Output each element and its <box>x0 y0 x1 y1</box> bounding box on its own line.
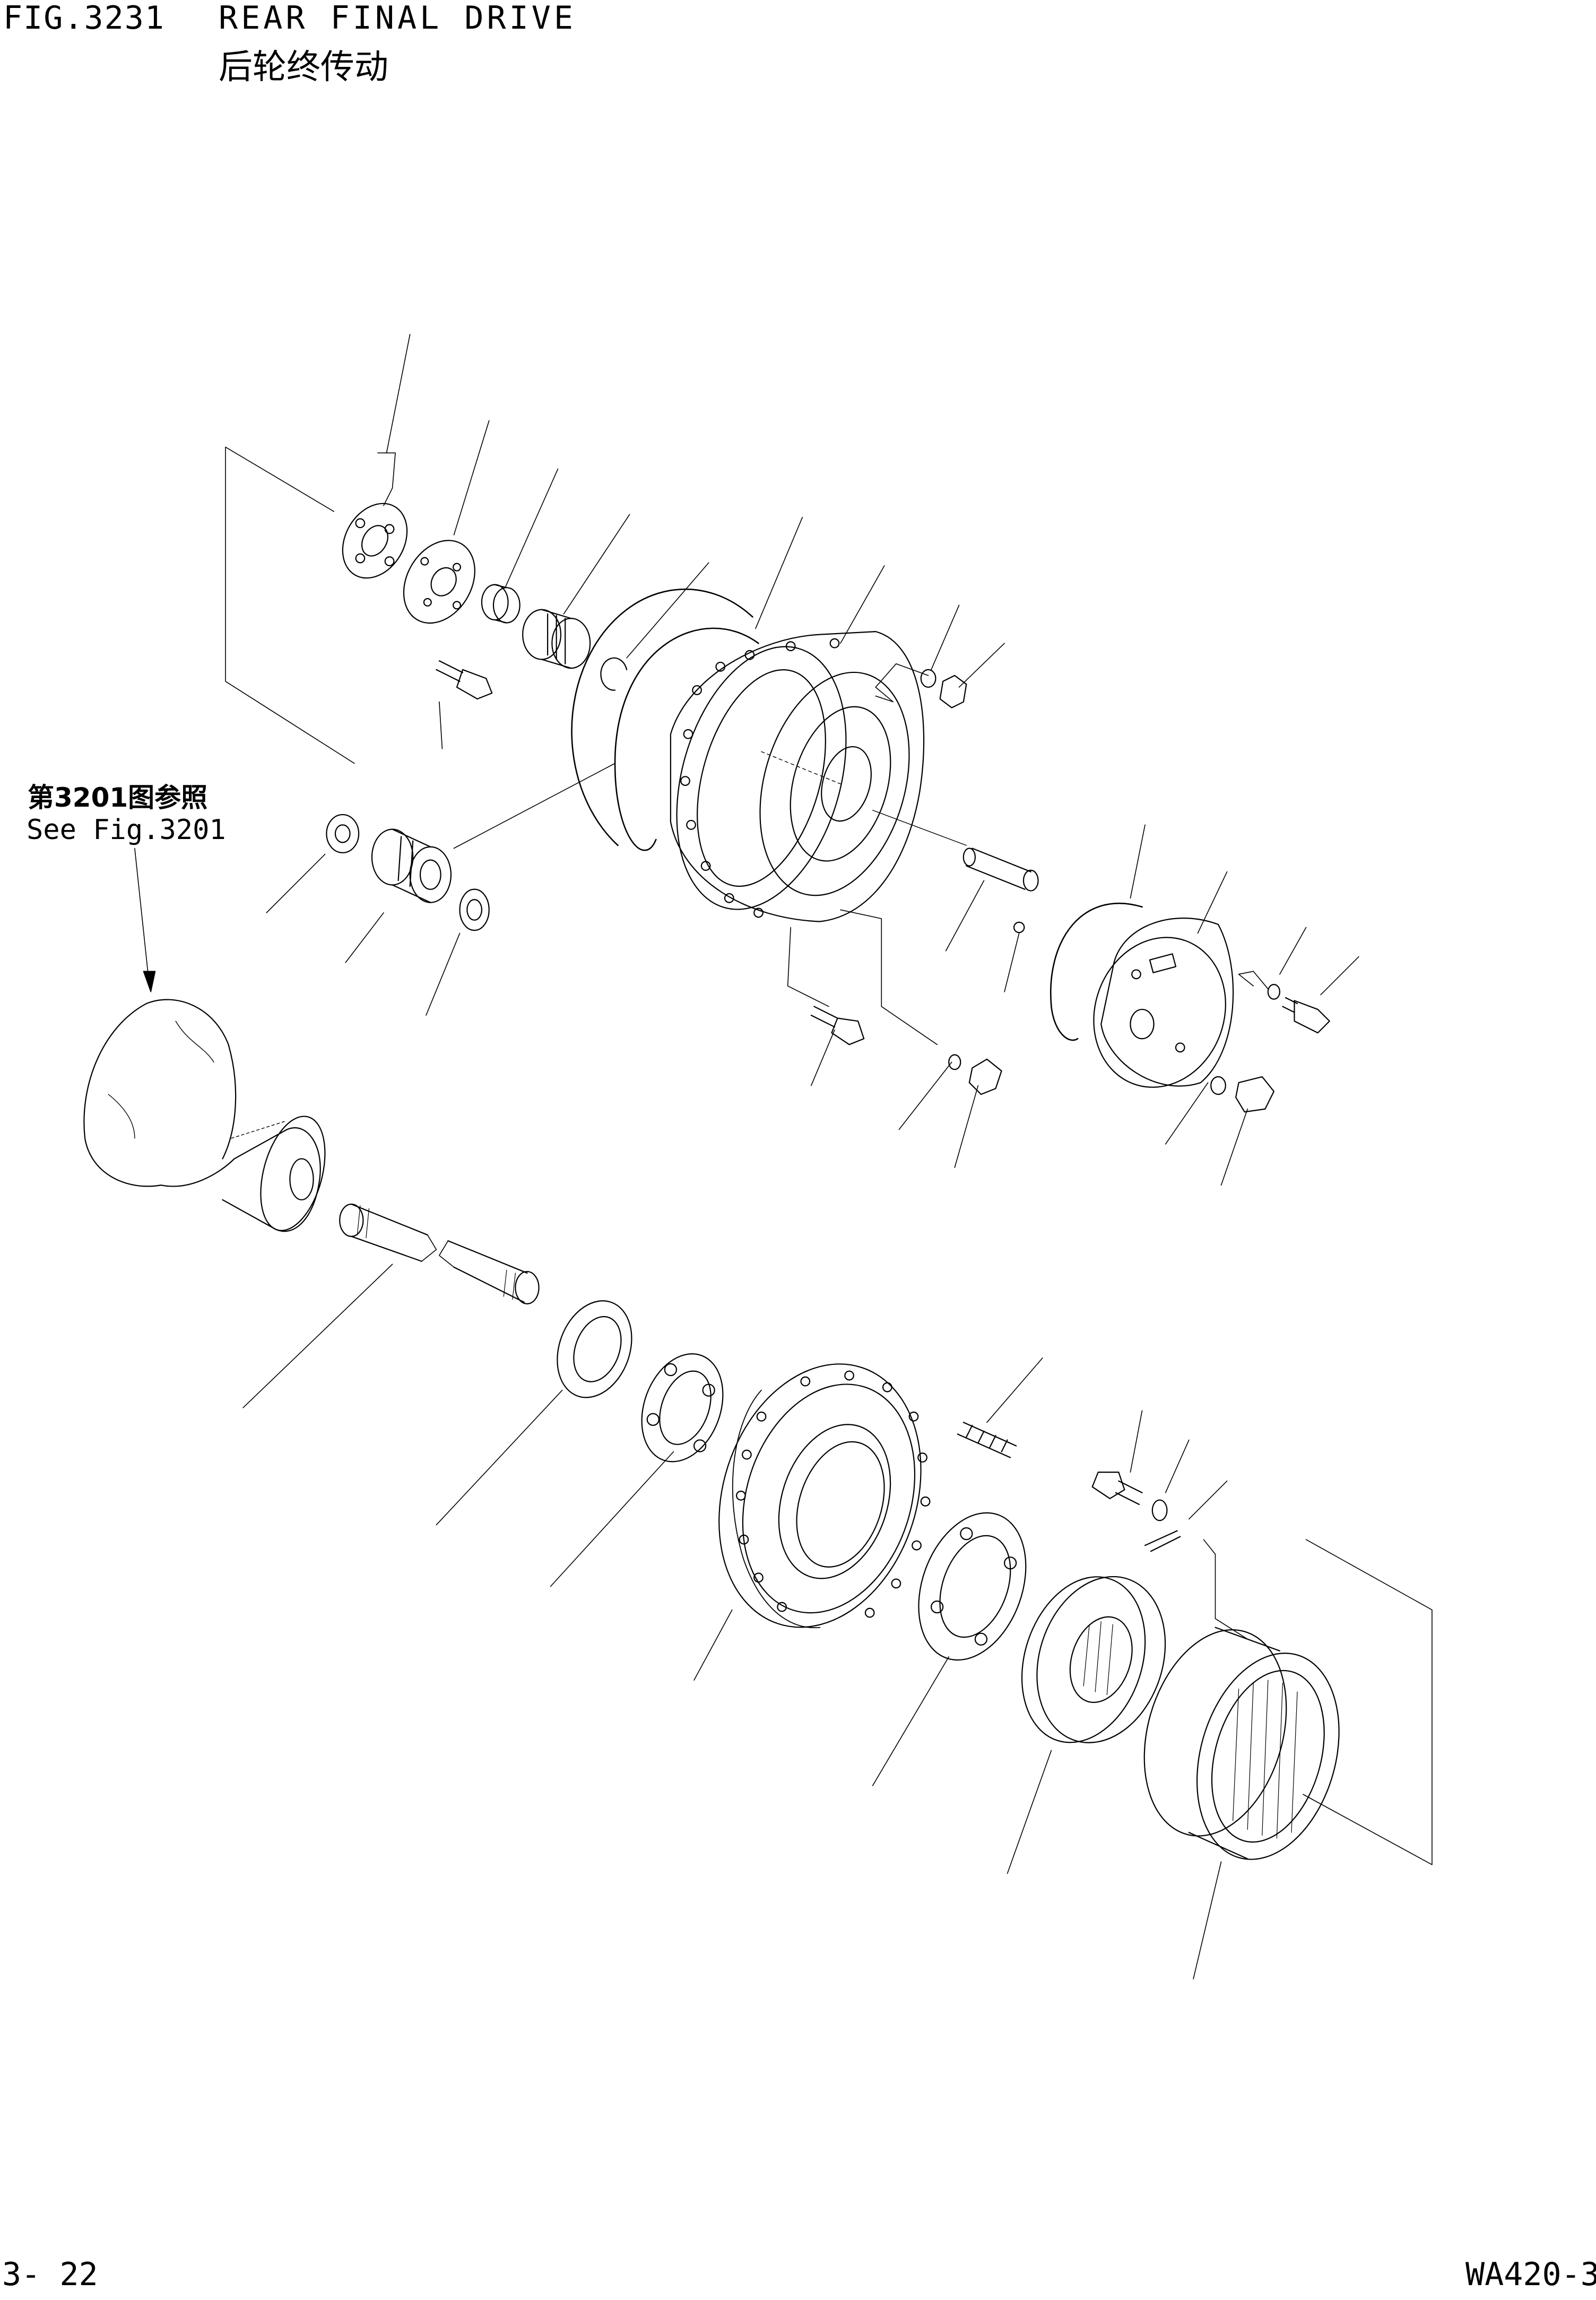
lock-plate <box>329 492 420 590</box>
ring-gear <box>1122 1613 1362 1876</box>
wheel-hub <box>687 1338 953 1654</box>
reference-arrow <box>135 849 155 992</box>
lock-pin <box>1145 1531 1180 1552</box>
figure-title: REAR FINAL DRIVE <box>219 0 576 37</box>
retainer-plate <box>389 528 489 636</box>
stud-bolt <box>958 1422 1016 1457</box>
cover-plate <box>1073 918 1246 1106</box>
page-number: 3- 22 <box>2 2256 98 2293</box>
grouping-brackets <box>225 447 1432 1864</box>
ball <box>1014 922 1024 932</box>
bolt-mid <box>811 1007 864 1045</box>
cover-snap-ring <box>1051 903 1142 1040</box>
washer-and-nut-top <box>921 670 967 708</box>
planet-shaft <box>964 849 1038 891</box>
ring-gear-hub <box>1002 1560 1186 1759</box>
reference-label: See Fig.3201 <box>27 814 226 846</box>
small-bushing <box>482 585 520 623</box>
model-code: WA420-3 <box>1465 2256 1596 2293</box>
oil-seal <box>544 1290 645 1408</box>
axle-housing <box>84 1000 336 1238</box>
bearing-hub-outer <box>899 1498 1045 1675</box>
bolt-upper-left <box>436 661 492 699</box>
bolt-lower-right <box>1092 1472 1142 1504</box>
figure-title-chinese: 后轮终传动 <box>219 48 388 87</box>
taper-roller-bearing-left <box>372 829 451 903</box>
roller-bearing-upper <box>523 610 590 668</box>
washer-and-bolt-cover <box>1268 984 1330 1033</box>
planet-carrier-housing <box>572 589 967 929</box>
snap-ring-large <box>615 628 758 850</box>
axle-shaft <box>340 1204 539 1304</box>
reference-label-chinese: 第3201图参照 <box>28 782 208 813</box>
snap-ring-small <box>601 658 627 690</box>
washer-and-nut-mid <box>949 1055 1001 1095</box>
figure-number: FIG.3231 <box>3 0 165 37</box>
bearing-cup-left <box>460 889 489 930</box>
leader-lines <box>243 334 1359 1979</box>
bearing-lower <box>628 1343 738 1473</box>
washer-and-plug <box>1211 1077 1274 1112</box>
bearing-cone-left <box>326 815 359 853</box>
washer-lower <box>1152 1500 1167 1521</box>
